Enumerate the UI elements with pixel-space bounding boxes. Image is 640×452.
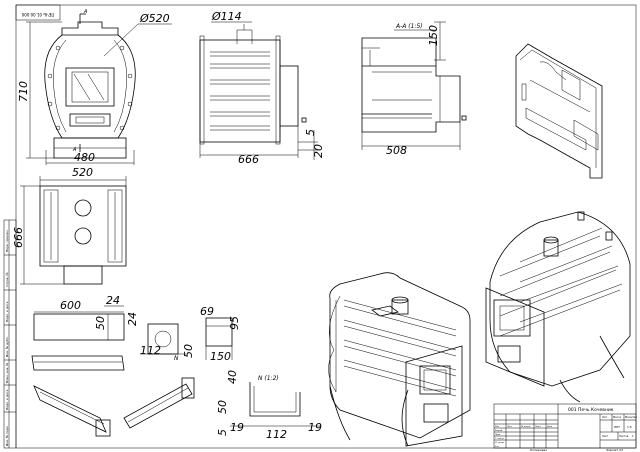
- tb-col-mass: Масса: [613, 415, 621, 419]
- corner-stamp: ПЕЧЬ 01.00.000: [15, 4, 61, 21]
- dim-top-520: 520: [72, 166, 93, 179]
- title-block: 001 Печь Кочевник Лит. Масса Масштаб НЕТ…: [493, 403, 637, 449]
- section-mark-top: A: [83, 9, 88, 15]
- svg-text:ПЕЧЬ 01.00.000: ПЕЧЬ 01.00.000: [21, 12, 54, 17]
- section-mark-bottom: A: [72, 147, 77, 153]
- part-2: 112 50 N: [140, 323, 195, 362]
- detail-n: N (1:2) 40 50 5 19 112 19: [216, 370, 322, 441]
- dim-length-666: 666: [238, 153, 259, 166]
- tb-sheets-count: 1: [632, 434, 634, 438]
- dim-d-19a: 19: [230, 421, 244, 434]
- tb-role-4: Н. контр.: [495, 442, 505, 444]
- dim-p2-112: 112: [140, 344, 161, 357]
- iso-view-large-right: [485, 211, 631, 403]
- part-1: 600 24 50 24: [31, 294, 195, 437]
- dim-p3-69: 69: [200, 305, 214, 318]
- dim-d-5: 5: [216, 429, 229, 436]
- dim-d-19b: 19: [308, 421, 322, 434]
- tb-col-lit: Лит.: [602, 415, 608, 419]
- top-view: 520 666: [12, 166, 127, 285]
- dim-top-666: 666: [12, 227, 25, 248]
- tb-mass: НЕТ: [614, 425, 620, 429]
- tb-row-1: Изм.: [495, 426, 500, 428]
- tb-sheet: Лист: [602, 434, 609, 438]
- strip-label-7: Инв. № подл.: [5, 425, 9, 446]
- tb-sheets: Листов: [619, 434, 629, 438]
- tb-row-2: Лист: [507, 426, 513, 428]
- strip-label-1: Перв. примен.: [5, 229, 9, 252]
- detail-title: N (1:2): [258, 375, 279, 382]
- tb-role-2: Пров.: [495, 434, 501, 436]
- strip-label-4: Инв. № дубл.: [5, 336, 9, 357]
- dim-leg-20: 20: [312, 144, 325, 158]
- dim-small-5: 5: [304, 129, 317, 136]
- tb-role-3: Т. контр.: [495, 438, 505, 440]
- tb-role-1: Разраб.: [495, 429, 503, 432]
- sheet-frame: [15, 4, 637, 449]
- dim-height-710: 710: [17, 81, 30, 102]
- dim-p2-50: 50: [182, 344, 195, 358]
- mark-n: N: [174, 355, 179, 362]
- tb-role-5: Утв.: [495, 446, 500, 448]
- dim-d-112: 112: [266, 428, 287, 441]
- dim-diameter-520: Ø520: [139, 12, 170, 25]
- tb-row-5: Дата: [547, 426, 553, 428]
- title-name: 001 Печь Кочевник: [568, 407, 614, 413]
- strip-label-2: Справ. №: [5, 272, 9, 287]
- dim-d-40: 40: [226, 370, 239, 384]
- dim-p3-150: 150: [210, 350, 231, 363]
- dim-pipe-114: Ø114: [211, 10, 242, 23]
- dim-p1-600: 600: [60, 299, 81, 312]
- dim-p3-95: 95: [228, 316, 241, 330]
- front-view: A A Ø520 710 480: [17, 9, 172, 165]
- dim-p1-50: 50: [94, 316, 107, 330]
- dim-width-480: 480: [74, 151, 95, 164]
- dim-508: 508: [386, 144, 407, 157]
- tb-row-4: Подп.: [535, 426, 541, 428]
- strip-label-3: Подп. и дата: [5, 301, 9, 322]
- strip-label-5: Взам. инв. №: [5, 363, 9, 383]
- dim-p1-24: 24: [106, 294, 120, 307]
- tb-scale: 1:5: [627, 425, 632, 429]
- iso-view-large-left: [328, 272, 471, 447]
- dim-p1-24b: 24: [126, 312, 139, 326]
- dim-d-50: 50: [216, 400, 229, 414]
- dim-150: 150: [427, 25, 440, 46]
- tb-row-3: № докум.: [521, 425, 531, 428]
- left-strip: Перв. примен. Справ. № Подп. и дата Инв.…: [3, 219, 17, 449]
- bottom-copy-label: Копировал: [530, 448, 547, 452]
- strip-label-6: Подп. и дата: [5, 389, 9, 410]
- bottom-format-label: Формат A3: [606, 448, 623, 452]
- side-view: Ø114 666 20 5: [199, 10, 325, 166]
- section-title: A-A (1:5): [395, 23, 423, 30]
- section-view: A-A (1:5) 150 508: [361, 21, 467, 157]
- tb-col-scale: Масштаб: [625, 415, 637, 419]
- part-3: 69 95 150: [200, 305, 241, 363]
- iso-view-frame: [515, 43, 603, 179]
